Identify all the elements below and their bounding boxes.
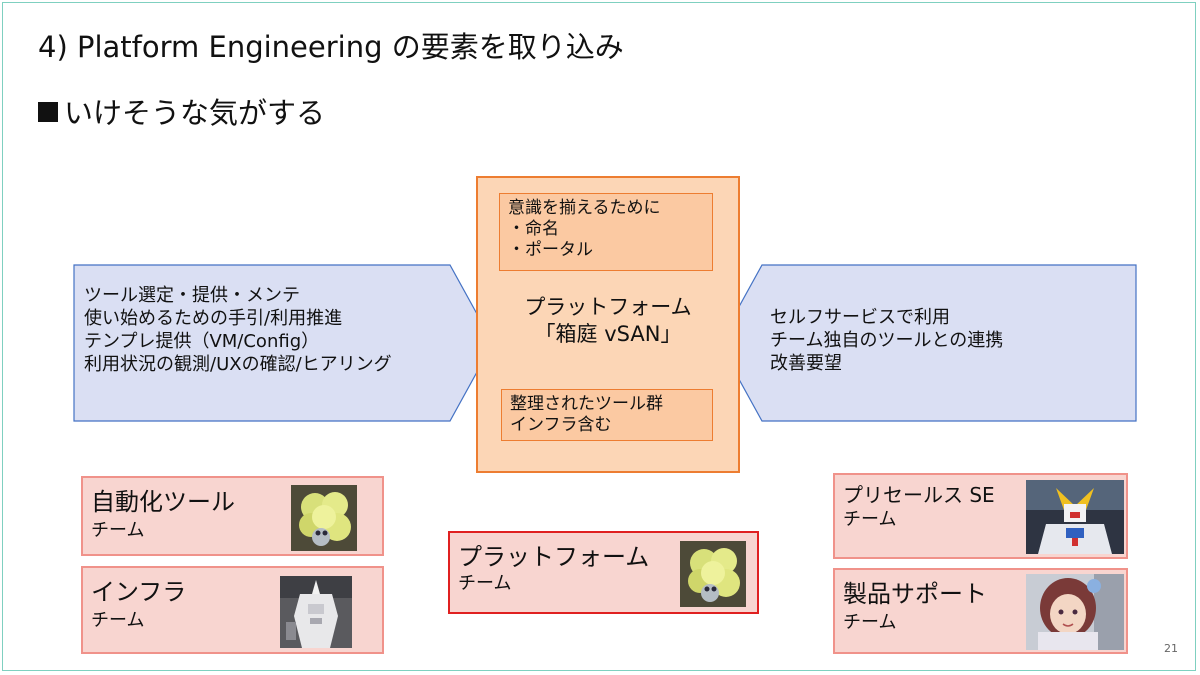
right-arrow-line: セルフサービスで利用 (770, 307, 950, 328)
right-arrow-line: チーム独自のツールとの連携 (770, 330, 1004, 351)
yellow-figure-photo (291, 485, 357, 551)
square-bullet-icon (38, 102, 58, 122)
platform-center-line: 「箱庭 vSAN」 (534, 322, 682, 346)
team-presales-box: プリセールス SE チーム (833, 473, 1128, 559)
team-infra-box: インフラ チーム (81, 566, 384, 654)
team-name: インフラ (91, 578, 187, 606)
subtitle-text: いけそうな気がする (64, 96, 326, 130)
white-robot-photo (280, 576, 352, 648)
team-automation-box: 自動化ツール チーム (81, 476, 384, 556)
platform-bottom-box: 整理されたツール群 インフラ含む (501, 389, 713, 441)
team-name: プリセールス SE (843, 483, 995, 507)
team-name: 製品サポート (843, 580, 987, 608)
platform-top-line: ・ポータル (508, 240, 593, 260)
team-support-box: 製品サポート チーム (833, 568, 1128, 654)
page-number: 21 (1164, 642, 1178, 655)
left-arrow-line: テンプレ提供（VM/Config） (84, 331, 320, 352)
right-arrow-line: 改善要望 (770, 353, 842, 374)
platform-center-line: プラットフォーム (524, 295, 692, 319)
team-name: 自動化ツール (91, 488, 235, 516)
left-arrow-shape (73, 264, 494, 422)
platform-center-label: プラットフォーム 「箱庭 vSAN」 (476, 294, 740, 348)
team-label: チーム (91, 520, 145, 541)
team-name: プラットフォーム (458, 543, 650, 571)
left-arrow-text: ツール選定・提供・メンテ 使い始めるための手引/利用推進 テンプレ提供（VM/C… (84, 284, 392, 376)
team-label: チーム (843, 612, 897, 633)
anime-figure-photo (1026, 574, 1124, 650)
gundam-figure-photo (1026, 480, 1124, 554)
platform-bottom-line: 整理されたツール群 (510, 394, 663, 414)
platform-top-line: ・命名 (508, 219, 559, 239)
left-arrow-line: 使い始めるための手引/利用推進 (84, 308, 343, 329)
team-label: チーム (843, 509, 897, 530)
left-arrow-line: 利用状況の観測/UXの確認/ヒアリング (84, 354, 392, 375)
right-arrow-text: セルフサービスで利用 チーム独自のツールとの連携 改善要望 (770, 306, 1003, 375)
team-platform-box: プラットフォーム チーム (448, 531, 759, 614)
platform-top-box: 意識を揃えるために ・命名 ・ポータル (499, 193, 713, 271)
slide-title: 4) Platform Engineering の要素を取り込み (38, 30, 624, 64)
left-arrow-line: ツール選定・提供・メンテ (84, 285, 300, 306)
yellow-figure-photo (680, 541, 746, 607)
team-label: チーム (458, 573, 512, 594)
platform-top-line: 意識を揃えるために (508, 198, 661, 218)
team-label: チーム (91, 610, 145, 631)
platform-bottom-line: インフラ含む (510, 415, 612, 435)
slide-subtitle: いけそうな気がする (38, 90, 325, 132)
